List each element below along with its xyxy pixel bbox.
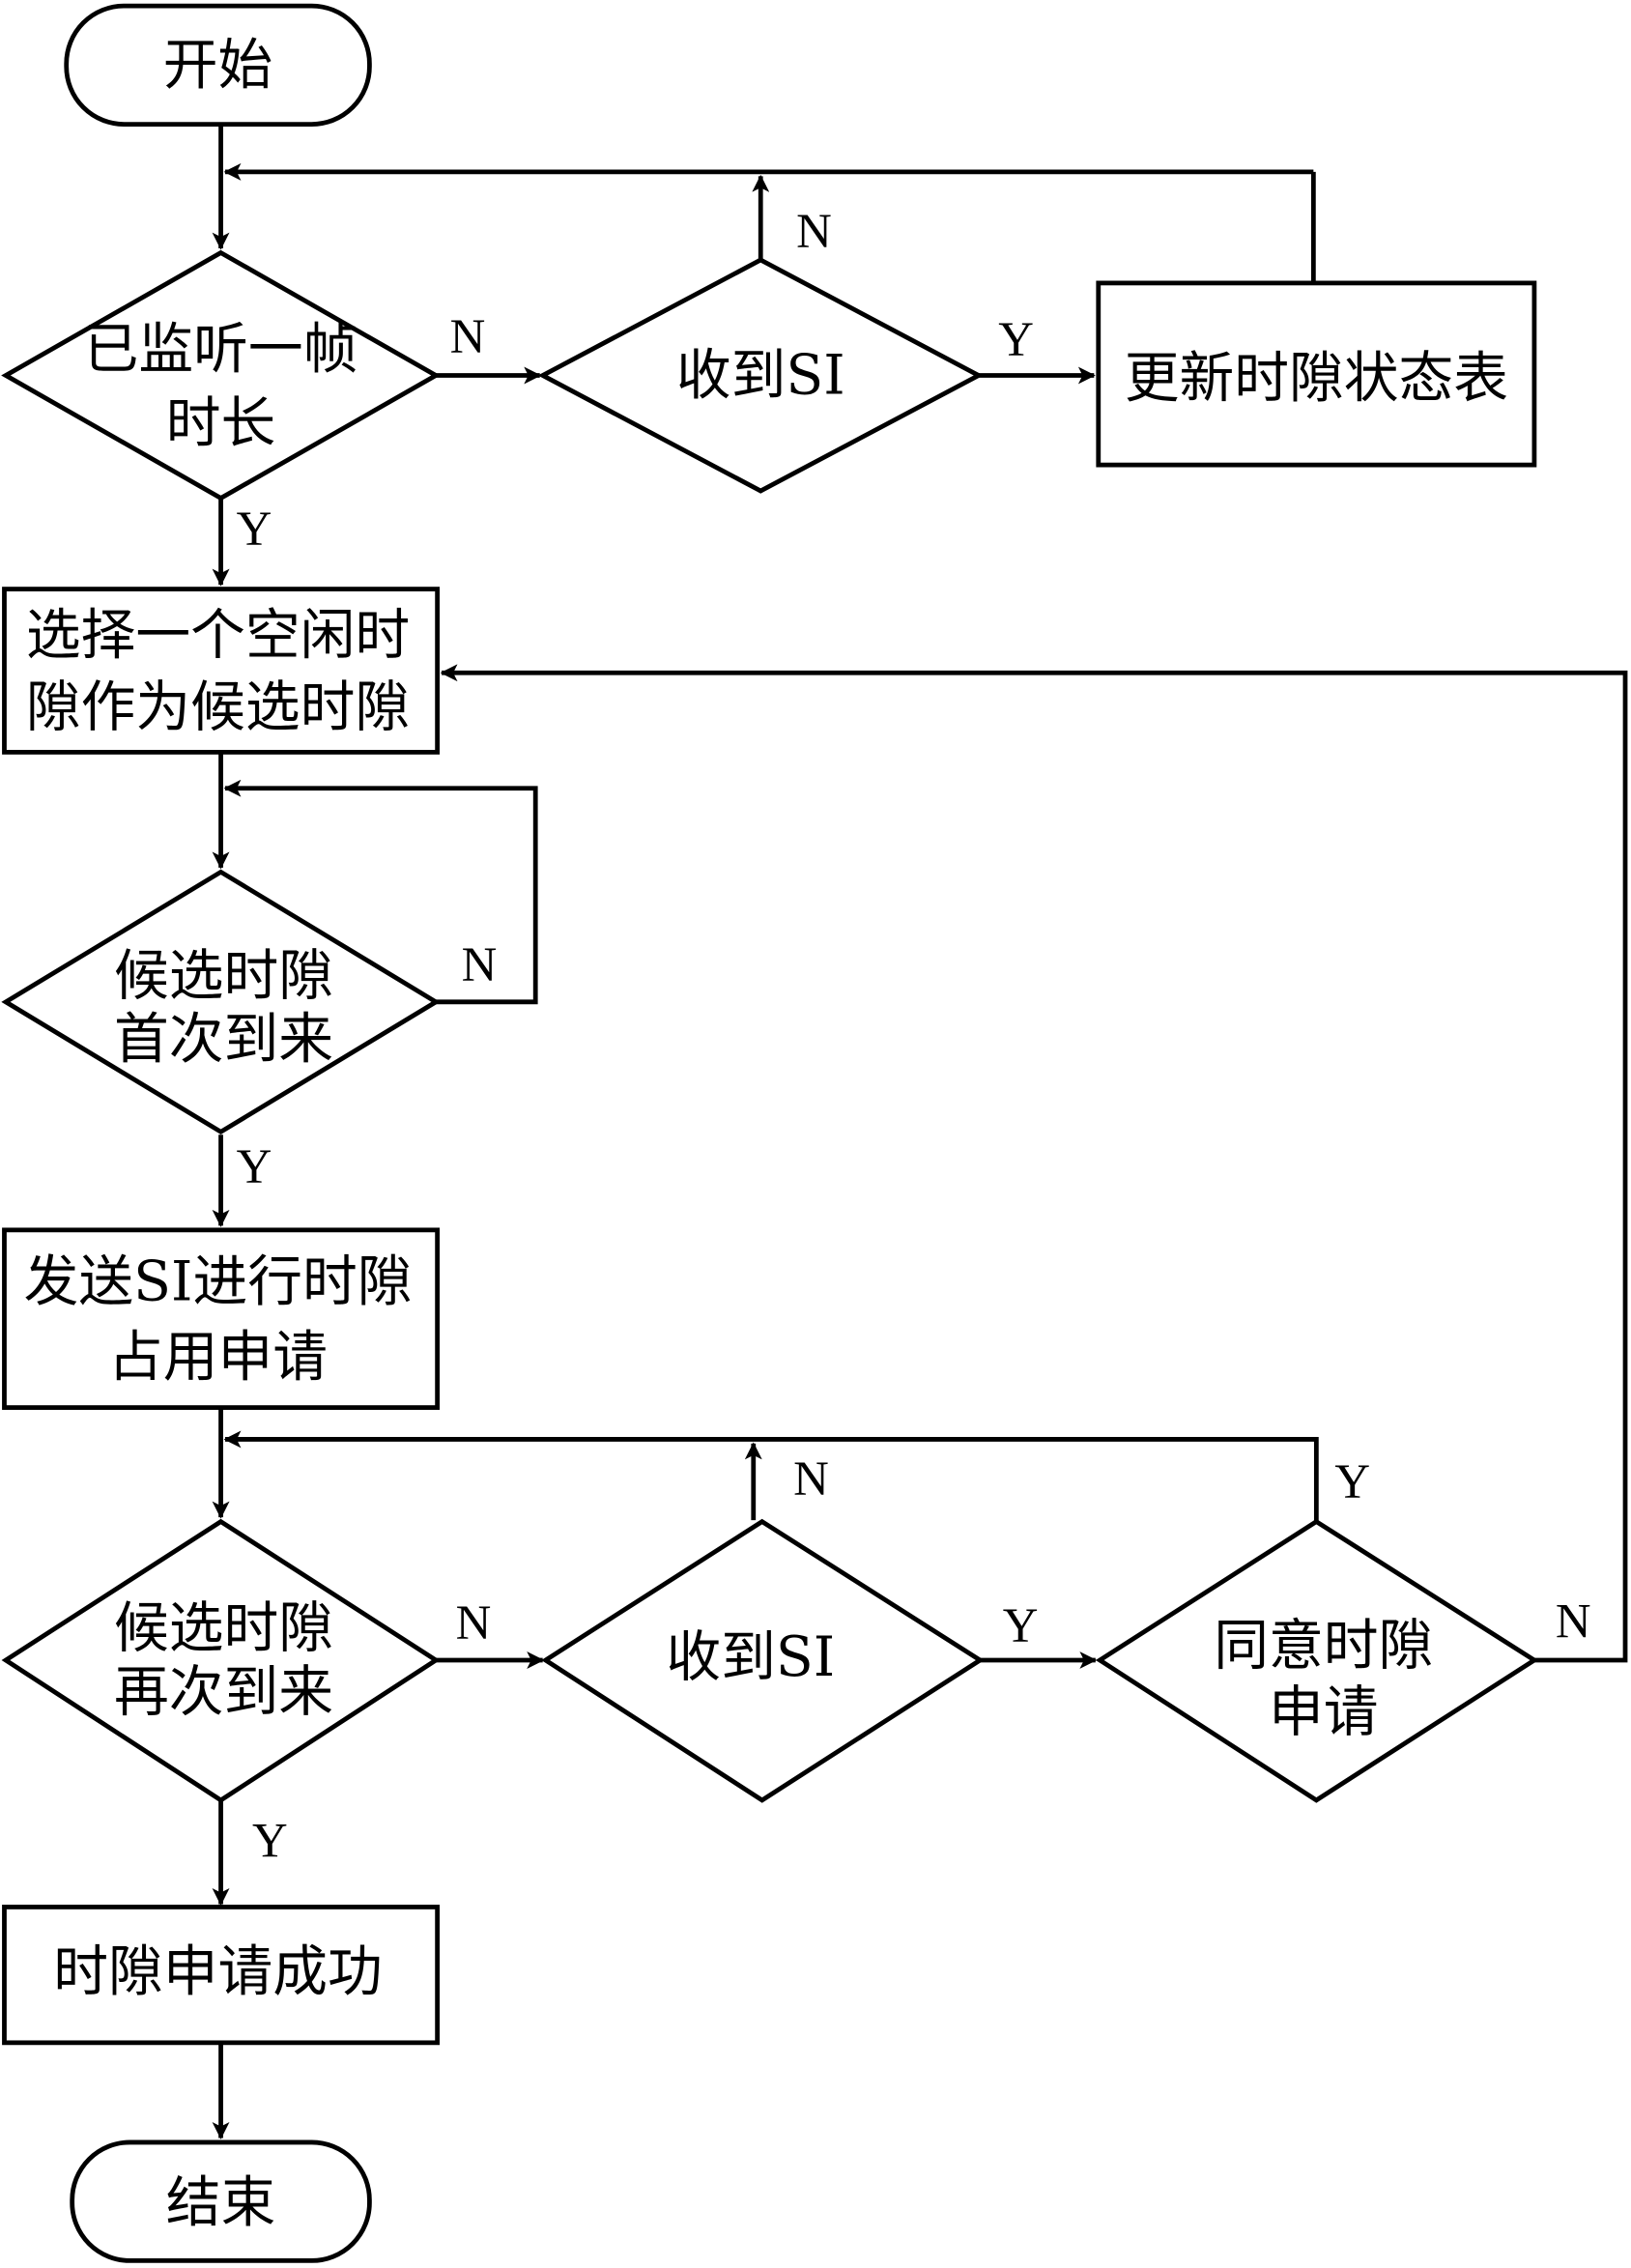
node-agree-line-2: 申请 xyxy=(1269,1680,1379,1744)
label-listened-no: N xyxy=(450,309,486,363)
label-first-arrival-yes: Y xyxy=(237,1139,272,1193)
node-send-line-1: 发送SI进行时隙 xyxy=(24,1250,413,1314)
node-candidate-first-arrival[interactable]: 候选时隙 首次到来 xyxy=(1,869,441,1135)
label-received-si2-yes: Y xyxy=(1003,1598,1039,1652)
node-received-si-2-label: 收到SI xyxy=(666,1625,835,1689)
edge-first-arrival-no xyxy=(223,779,538,1005)
node-start-label: 开始 xyxy=(163,33,273,97)
node-candidate-second-arrival[interactable]: 候选时隙 再次到来 xyxy=(1,1518,441,1803)
node-first-arrival-line-1: 候选时隙 xyxy=(114,944,333,1008)
node-start[interactable]: 开始 xyxy=(64,3,372,127)
edge-agree-no xyxy=(440,664,1628,1663)
label-agree-yes: Y xyxy=(1334,1454,1370,1508)
node-select-line-1: 选择一个空闲时 xyxy=(26,603,410,667)
label-first-arrival-no: N xyxy=(462,937,498,991)
node-received-si-1[interactable]: 收到SI xyxy=(537,257,984,494)
label-received-si1-yes: Y xyxy=(998,312,1034,366)
node-agree-slot-request[interactable]: 同意时隙 申请 xyxy=(1095,1518,1539,1803)
node-listened-one-frame[interactable]: 已监听一帧 时长 xyxy=(1,249,441,502)
node-listened-line-2: 时长 xyxy=(166,391,276,455)
node-received-si-1-label: 收到SI xyxy=(676,344,845,408)
node-second-arrival-line-2: 再次到来 xyxy=(114,1660,333,1724)
label-received-si2-no: N xyxy=(793,1451,829,1506)
node-success-label: 时隙申请成功 xyxy=(53,1940,383,2004)
node-listened-line-1: 已监听一帧 xyxy=(84,318,358,382)
edge-labels: N N Y Y N Y N Y N Y N Y xyxy=(237,204,1591,1868)
label-second-arrival-yes: Y xyxy=(252,1814,288,1868)
label-second-arrival-no: N xyxy=(456,1595,492,1650)
node-agree-line-1: 同意时隙 xyxy=(1214,1614,1433,1678)
node-update-slot-table-label: 更新时隙状态表 xyxy=(1125,346,1508,410)
label-agree-no: N xyxy=(1556,1594,1591,1649)
node-end-label: 结束 xyxy=(166,2171,276,2235)
connectors xyxy=(212,124,1628,2139)
label-listened-yes: Y xyxy=(237,502,272,556)
node-received-si-2[interactable]: 收到SI xyxy=(541,1518,985,1803)
node-update-slot-table[interactable]: 更新时隙状态表 xyxy=(1096,280,1537,468)
node-select-line-2: 隙作为候选时隙 xyxy=(26,675,410,739)
node-slot-request-success[interactable]: 时隙申请成功 xyxy=(2,1905,441,2046)
label-received-si1-no: N xyxy=(796,204,832,258)
node-send-si-request[interactable]: 发送SI进行时隙 占用申请 xyxy=(2,1227,441,1410)
node-send-line-2: 占用申请 xyxy=(108,1325,328,1389)
node-end[interactable]: 结束 xyxy=(70,2139,372,2263)
node-select-idle-slot[interactable]: 选择一个空闲时 隙作为候选时隙 xyxy=(2,587,441,755)
edge-agree-yes xyxy=(223,1430,1319,1522)
node-second-arrival-line-1: 候选时隙 xyxy=(114,1596,333,1660)
node-first-arrival-line-2: 首次到来 xyxy=(114,1008,333,1072)
